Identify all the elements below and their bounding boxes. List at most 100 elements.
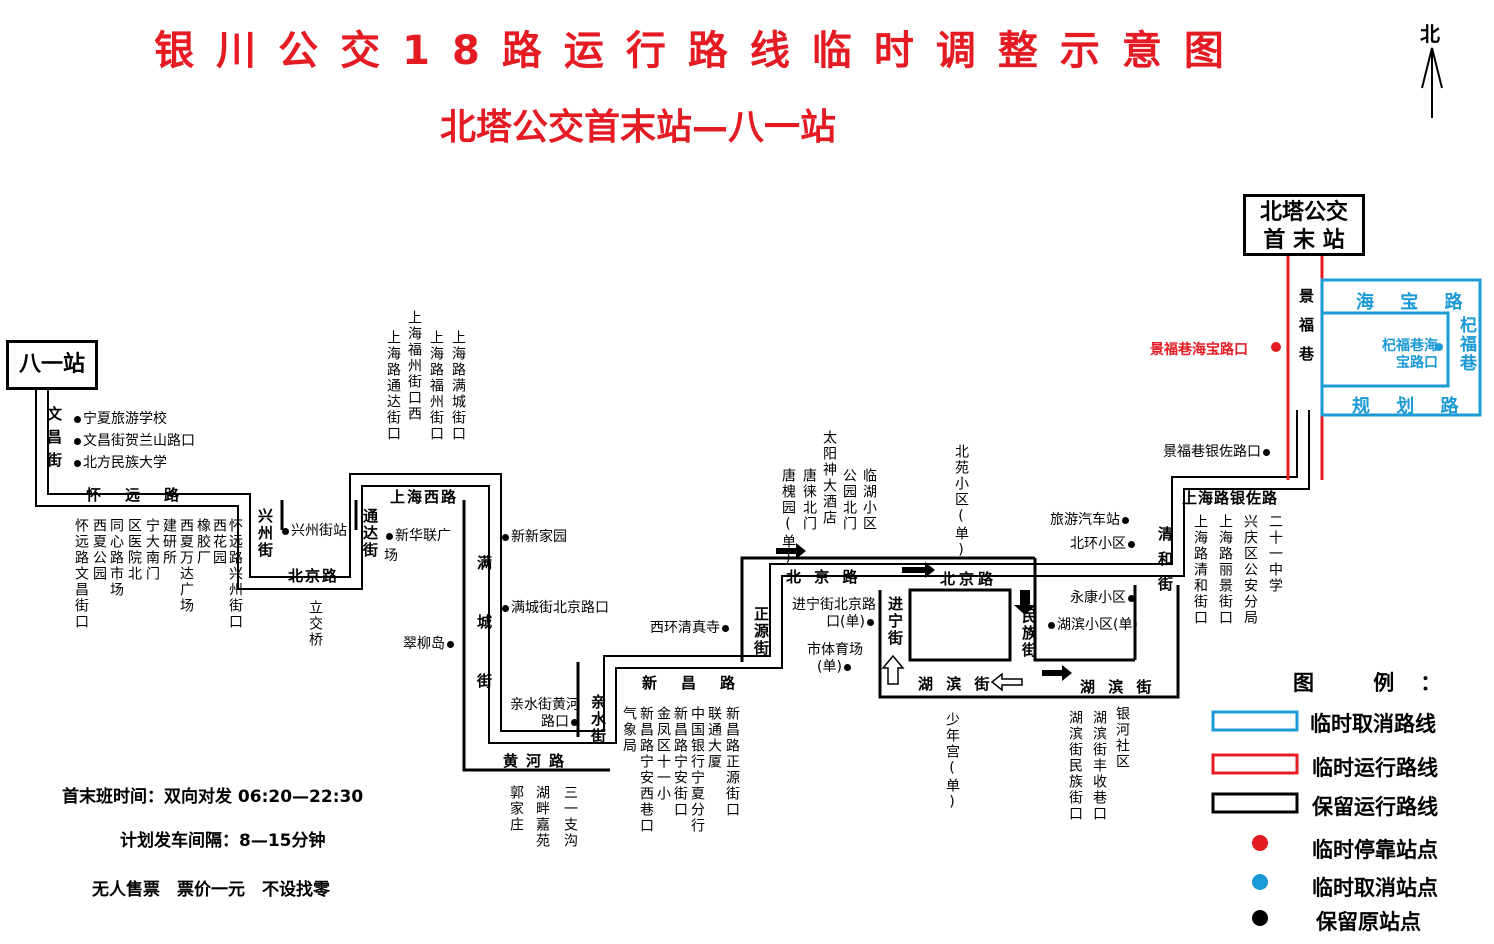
stop-huaiyuan-5: 建研所	[161, 518, 177, 566]
stop-huaiyuan-4: 宁大南门	[144, 518, 160, 582]
direction-arrows	[776, 543, 1072, 681]
road-qinshui: 亲水街	[589, 694, 607, 745]
legend-keep-swatch	[1211, 792, 1299, 814]
stop-xinchang-6: 新昌路正源街口	[724, 706, 740, 818]
north-arrow	[1421, 47, 1443, 118]
road-tongda: 通达街	[361, 508, 379, 559]
stop-huaiyuan-0: 怀远路文昌街口	[73, 518, 89, 630]
terminal-beita-line2: 首 末 站	[1263, 228, 1345, 253]
north-label: 北	[1420, 22, 1440, 46]
stop-beijing2-1: 唐徕北门	[801, 468, 817, 532]
stop-xinchang-5: 联通大厦	[706, 706, 722, 770]
legend-cancel-swatch	[1211, 710, 1299, 732]
info-interval: 计划发车间隔：8—15分钟	[120, 831, 326, 851]
stop-huanghe-0: 郭家庄	[508, 785, 524, 833]
stop-beijing2-4: 临湖小区	[861, 468, 877, 532]
stop-yinzuo-3: 二十一中学	[1267, 514, 1283, 594]
stop-xihuan: 西环清真寺	[650, 617, 731, 637]
legend-cancel-dot	[1252, 874, 1268, 890]
stop-huaiyuan-3: 区医院北	[126, 518, 142, 582]
stop-hubin2-1: 湖滨街丰收巷口	[1091, 710, 1107, 822]
stop-wenchang-3: 北方民族大学	[72, 452, 167, 472]
stop-huaiyuan-8: 西花园	[211, 518, 227, 566]
road-xingzhou: 兴州街	[256, 508, 274, 559]
stop-xinchang-4: 中国银行宁夏分行	[689, 706, 705, 834]
stop-yinzuo-2: 兴庆区公安分局	[1242, 514, 1258, 626]
stop-shanghai-west-3: 上海路满城街口	[450, 330, 466, 442]
legend-keep-dot	[1252, 910, 1268, 926]
info-fare: 无人售票 票价一元 不设找零	[92, 880, 330, 900]
stop-dot-qifu-haibao	[1435, 343, 1443, 351]
stop-xinhua: 新华联广场	[384, 528, 451, 564]
stop-beijing2-3: 公园北门	[841, 468, 857, 532]
road-jingfu: 景福巷	[1297, 288, 1315, 375]
road-beijing3: 北京路	[940, 570, 998, 588]
stop-beijing2-2: 太阳神大酒店	[821, 430, 837, 526]
road-shanghai-west: 上海西路	[390, 488, 459, 506]
terminal-beita: 北塔公交 首 末 站	[1243, 194, 1365, 256]
stop-huaiyuan-7: 橡胶厂	[195, 518, 211, 566]
stop-mancheng-2: 满城街北京路口	[500, 597, 609, 617]
terminal-bayi: 八一站	[6, 340, 98, 390]
road-guihua: 规 划 路	[1352, 396, 1469, 417]
road-mancheng: 满城街	[475, 555, 493, 732]
stop-cuiliu: 翠柳岛	[403, 633, 456, 653]
stop-jingfu-yinzuo: 景福巷银佐路口	[1163, 441, 1272, 461]
stop-yinzuo-1: 上海路丽景街口	[1217, 514, 1233, 626]
stop-huaiyuan-6: 西夏万达广场	[178, 518, 194, 614]
stop-mancheng-1: 新新家园	[500, 526, 567, 546]
stop-huaiyuan-9: 怀远路兴州街口	[227, 518, 243, 630]
stop-huanghe-1: 湖畔嘉苑	[534, 785, 550, 849]
stop-xinchang-1: 新昌路宁安西巷口	[638, 706, 654, 834]
stop-qifu-haibao: 杞福巷海宝路口	[1382, 338, 1438, 371]
stop-beiyuan: 北苑小区(单)	[953, 444, 969, 560]
stop-xinchang-0: 气象局	[621, 706, 637, 754]
road-haibao: 海 宝 路	[1356, 292, 1473, 313]
stop-qinghe-2: 永康小区	[1070, 587, 1137, 607]
road-qinghe: 清和街	[1156, 526, 1174, 601]
terminal-beita-line1: 北塔公交	[1259, 200, 1348, 225]
road-hubin1: 湖 滨 街	[918, 675, 994, 693]
stop-jinning-1: 进宁街北京路口(单)	[792, 597, 876, 630]
stop-qinghe-3: 湖滨小区(单)	[1046, 614, 1138, 634]
map-subtitle: 北塔公交首末站—八一站	[440, 107, 837, 148]
stop-jingfu-haibao: 景福巷海宝路口	[1150, 342, 1248, 358]
stop-shanghai-west-1: 上海福州街口西	[406, 310, 422, 422]
road-jinning: 进宁街	[886, 596, 904, 647]
road-shanghai-yinzuo: 上海路银佐路	[1182, 489, 1279, 507]
cancelled-route	[1320, 278, 1482, 417]
stop-lijiao: 立交桥	[307, 600, 323, 648]
stop-xinchang-2: 金凤区十一小	[655, 706, 671, 802]
stop-jinning-2: 市体育场(单)	[807, 642, 863, 675]
stop-huaiyuan-2: 同心路市场	[108, 518, 124, 598]
stop-hubin2-0: 湖滨街民族街口	[1067, 710, 1083, 822]
stop-shanghai-west-2: 上海路福州街口	[428, 330, 444, 442]
stop-yinzuo-0: 上海路清和街口	[1192, 514, 1208, 626]
legend-keep-route: 保留运行路线	[1312, 795, 1438, 819]
stop-xingzhou: 兴州街站	[280, 520, 347, 540]
stop-huanghe-2: 三一支沟	[562, 785, 578, 849]
road-wenchang: 文昌街	[45, 406, 63, 475]
stop-beijing2-0: 唐槐园(单)	[780, 468, 796, 568]
stop-shanghai-west-0: 上海路通达街口	[385, 330, 401, 442]
road-beijing1: 北京路	[288, 567, 340, 585]
stop-qinshui-huanghe: 亲水街黄河路口	[510, 697, 580, 730]
stop-dot-jingfu-haibao	[1271, 342, 1281, 352]
road-huanghe: 黄河路	[503, 752, 573, 770]
legend-cancel-route: 临时取消路线	[1310, 712, 1436, 736]
stop-huaiyuan-1: 西夏公园	[91, 518, 107, 582]
legend-temp-stop: 临时停靠站点	[1312, 838, 1438, 862]
legend-temp-route: 临时运行路线	[1312, 756, 1438, 780]
block-inner	[908, 588, 1012, 662]
road-qifu: 杞福巷	[1456, 316, 1476, 373]
legend-temp-dot	[1252, 835, 1268, 851]
stop-wenchang-2: 文昌街贺兰山路口	[72, 430, 195, 450]
stop-hubin2-2: 银河社区	[1114, 706, 1130, 770]
road-hubin2: 湖 滨 街	[1080, 678, 1156, 696]
legend-keep-stop: 保留原站点	[1316, 910, 1421, 934]
stop-xinchang-3: 新昌路宁安街口	[672, 706, 688, 818]
map-title: 银川公交18路运行路线临时调整示意图	[154, 28, 1246, 74]
legend-cancel-stop: 临时取消站点	[1312, 876, 1438, 900]
road-minzu: 民族街	[1020, 608, 1038, 659]
